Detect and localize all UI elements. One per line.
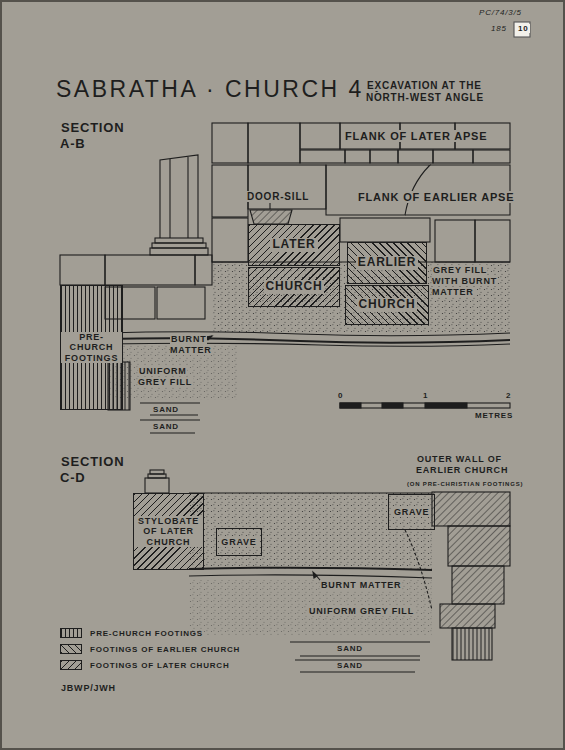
block-label: GRAVE <box>392 507 431 517</box>
section-note: SAND <box>336 661 364 671</box>
label-text: 0 <box>337 391 344 400</box>
section-note: FLANK OF EARLIER APSE <box>357 191 515 204</box>
footing-block: CHURCH <box>248 267 340 307</box>
section-note: 1 <box>422 391 429 401</box>
label-text: UNIFORM GREY FILL <box>138 366 193 387</box>
label-text: EXCAVATION AT THE NORTH-WEST ANGLE <box>366 80 485 103</box>
hatch-swatch <box>60 628 82 638</box>
label-text: FLANK OF EARLIER APSE <box>357 191 515 203</box>
footing-block: PRE- CHURCH FOOTINGS <box>60 285 123 410</box>
label-text: 185 <box>490 24 508 33</box>
section-note: BURNT MATTER <box>170 334 218 356</box>
label-text: 1 <box>422 391 429 400</box>
label-text: METRES <box>474 411 514 420</box>
section-note: UNIFORM GREY FILL <box>308 606 415 617</box>
legend-text: PRE-CHURCH FOOTINGS <box>90 629 203 638</box>
block-label: EARLIER <box>356 256 418 270</box>
section-note: GREY FILL WITH BURNT MATTER <box>432 265 506 297</box>
label-text: SAND <box>336 661 364 670</box>
section-heading: SECTION A-B <box>60 120 138 151</box>
section-note: METRES <box>474 411 514 421</box>
section-note: 10 <box>517 24 530 34</box>
section-note: JBWP/JWH <box>60 683 117 694</box>
drawing-title: SABRATHA · CHURCH 4 · <box>56 76 383 103</box>
legend-text: FOOTINGS OF EARLIER CHURCH <box>90 645 240 654</box>
label-text: OUTER WALL OF EARLIER CHURCH <box>416 454 509 475</box>
label-text: JBWP/JWH <box>60 683 117 693</box>
section-heading: SECTION C-D <box>60 454 138 485</box>
grave-box: GRAVE <box>388 494 435 530</box>
section-note: BURNT MATTER <box>320 580 402 591</box>
footing-block: CHURCH <box>345 285 429 325</box>
label-text: SAND <box>152 422 180 431</box>
section-note: FLANK OF LATER APSE <box>344 130 488 143</box>
section-note: SAND <box>152 405 180 415</box>
section-note: 0 <box>337 391 344 401</box>
label-text: BURNT MATTER <box>320 580 402 590</box>
label-text: SAND <box>152 405 180 414</box>
section-heading: EXCAVATION AT THE NORTH-WEST ANGLE <box>366 80 506 104</box>
label-text: GREY FILL WITH BURNT MATTER <box>432 265 497 297</box>
section-note: UNIFORM GREY FILL <box>138 366 200 388</box>
section-note: SAND <box>336 644 364 654</box>
grave-box: GRAVE <box>216 528 262 556</box>
legend-row: FOOTINGS OF LATER CHURCH <box>60 660 230 670</box>
legend-text: FOOTINGS OF LATER CHURCH <box>90 661 230 670</box>
block-label: LATER <box>270 238 317 252</box>
legend-row: PRE-CHURCH FOOTINGS <box>60 628 203 638</box>
label-text: DOOR-SILL <box>246 191 310 202</box>
block-label: GRAVE <box>219 537 258 547</box>
block-label: PRE- CHURCH FOOTINGS <box>61 332 122 363</box>
section-note: 2 <box>505 391 512 401</box>
label-text: SAND <box>336 644 364 653</box>
section-note: (ON PRE-CHRISTIAN FOOTINGS) <box>406 481 524 488</box>
label-text: PC/74/3/5 <box>478 8 523 17</box>
hatch-swatch <box>60 660 82 670</box>
label-text: SECTION C-D <box>60 454 124 485</box>
section-note: SAND <box>152 422 180 432</box>
label-text: UNIFORM GREY FILL <box>308 606 415 616</box>
label-text: 2 <box>505 391 512 400</box>
block-label: CHURCH <box>357 298 418 312</box>
section-note: PC/74/3/5 <box>478 8 523 18</box>
block-label: STYLOBATE OF LATER CHURCH <box>134 516 203 547</box>
block-label: CHURCH <box>264 280 325 294</box>
label-text: BURNT MATTER <box>170 334 213 355</box>
legend-row: FOOTINGS OF EARLIER CHURCH <box>60 644 240 654</box>
label-text: (ON PRE-CHRISTIAN FOOTINGS) <box>406 481 524 487</box>
label-text: SECTION A-B <box>60 120 124 151</box>
label-text: FLANK OF LATER APSE <box>344 130 488 142</box>
hatch-swatch <box>60 644 82 654</box>
footing-block: LATER <box>248 224 340 266</box>
section-note: DOOR-SILL <box>246 191 310 203</box>
footing-block: EARLIER <box>347 242 427 284</box>
footing-block: STYLOBATE OF LATER CHURCH <box>133 493 204 570</box>
section-note: 185 <box>490 24 508 34</box>
label-text: 10 <box>517 24 530 33</box>
section-note: OUTER WALL OF EARLIER CHURCH <box>416 454 520 476</box>
